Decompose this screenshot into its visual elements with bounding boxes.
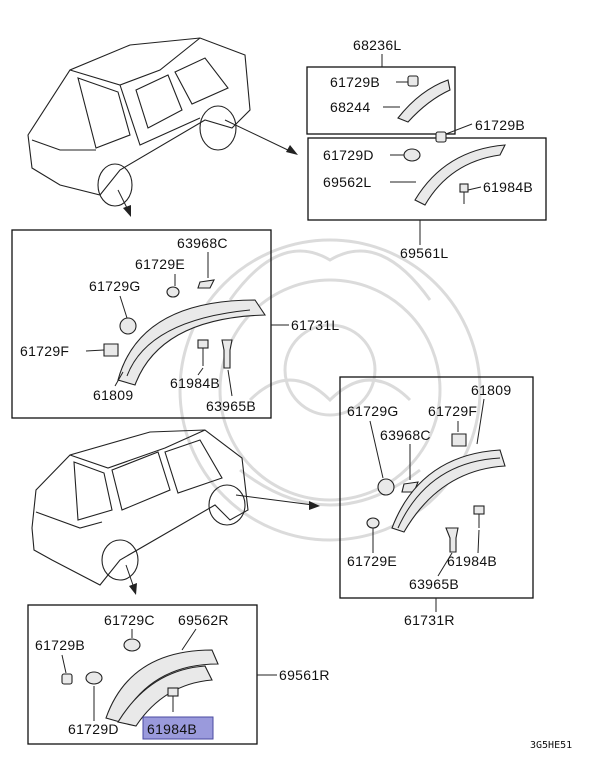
- clip-61729B-b-icon: [435, 131, 447, 143]
- label-61729B: 61729B: [330, 74, 380, 90]
- clip-61729B-c-icon: [61, 673, 73, 685]
- clip-61729B-icon: [407, 75, 419, 87]
- label-61984B: 61984B: [483, 179, 533, 195]
- moulding-68244-icon: [397, 79, 451, 123]
- label-61729F: 61729F: [20, 343, 69, 359]
- label-63965B-b: 63965B: [409, 576, 459, 592]
- car-middle-view-rear: [31, 429, 249, 586]
- label-61731L: 61731L: [291, 317, 340, 333]
- label-61729E-b: 61729E: [347, 553, 397, 569]
- label-68244: 68244: [330, 99, 370, 115]
- label-61729D-b: 61729D: [68, 721, 119, 737]
- label-63968C-b: 63968C: [380, 427, 431, 443]
- box-61731L: [11, 229, 272, 419]
- clip-63968C-icon: [197, 279, 215, 289]
- label-61729G-b: 61729G: [347, 403, 399, 419]
- flare-61731L-icon: [117, 299, 267, 386]
- clip-61729G-icon: [119, 317, 137, 335]
- label-69562L: 69562L: [323, 174, 372, 190]
- arrow-rear-wheel: [224, 119, 293, 153]
- highlight-61984B: [142, 716, 214, 740]
- label-69561R: 69561R: [279, 667, 330, 683]
- screw-63965B-icon: [221, 339, 233, 369]
- screw-61984B-d-icon: [167, 687, 179, 697]
- box-68236L: [306, 66, 456, 135]
- label-61729B-b: 61729B: [475, 117, 525, 133]
- label-61729G: 61729G: [89, 278, 141, 294]
- label-63965B: 63965B: [206, 398, 256, 414]
- screw-63965B-b-icon: [445, 527, 459, 553]
- label-61731R: 61731R: [404, 612, 455, 628]
- clip-61729C-icon: [123, 638, 141, 652]
- label-61729B-c: 61729B: [35, 637, 85, 653]
- car-top-view-front: [27, 37, 251, 207]
- label-61984B-highlighted[interactable]: 61984B: [147, 721, 197, 737]
- label-61984B-b: 61984B: [170, 375, 220, 391]
- arrow-mid-front-wheel: [125, 564, 135, 589]
- clip-61729E-icon: [166, 286, 180, 298]
- clip-61729G-b-icon: [377, 478, 395, 496]
- screw-61984B-b-icon: [197, 339, 209, 349]
- clip-61729F-icon: [103, 343, 119, 357]
- clip-61729D-b-icon: [85, 671, 103, 685]
- flare-69562L-icon: [414, 144, 506, 206]
- label-61729F-b: 61729F: [428, 403, 477, 419]
- watermark-emblem: [178, 238, 482, 542]
- screw-61984B-c-icon: [473, 505, 485, 515]
- clip-61729F-b-icon: [451, 433, 467, 447]
- label-68236L: 68236L: [353, 37, 402, 53]
- arrow-mid-rear-wheel: [235, 494, 314, 506]
- label-61984B-c: 61984B: [447, 553, 497, 569]
- flare-61731R-icon: [391, 449, 506, 533]
- label-61729E: 61729E: [135, 256, 185, 272]
- label-63968C: 63968C: [177, 235, 228, 251]
- clip-61729E-b-icon: [366, 517, 380, 529]
- label-69562R: 69562R: [178, 612, 229, 628]
- screw-61984B-icon: [459, 183, 469, 193]
- label-69561L: 69561L: [400, 245, 449, 261]
- diagram-code: 3G5HE51: [530, 740, 572, 751]
- label-61729D: 61729D: [323, 147, 374, 163]
- box-69561L: [307, 137, 547, 221]
- label-61809-b: 61809: [471, 382, 511, 398]
- label-61729C: 61729C: [104, 612, 155, 628]
- clip-61729D-icon: [403, 148, 421, 162]
- flare-69561R-icon: [117, 665, 213, 727]
- arrow-front-wheel: [117, 189, 129, 211]
- label-61809: 61809: [93, 387, 133, 403]
